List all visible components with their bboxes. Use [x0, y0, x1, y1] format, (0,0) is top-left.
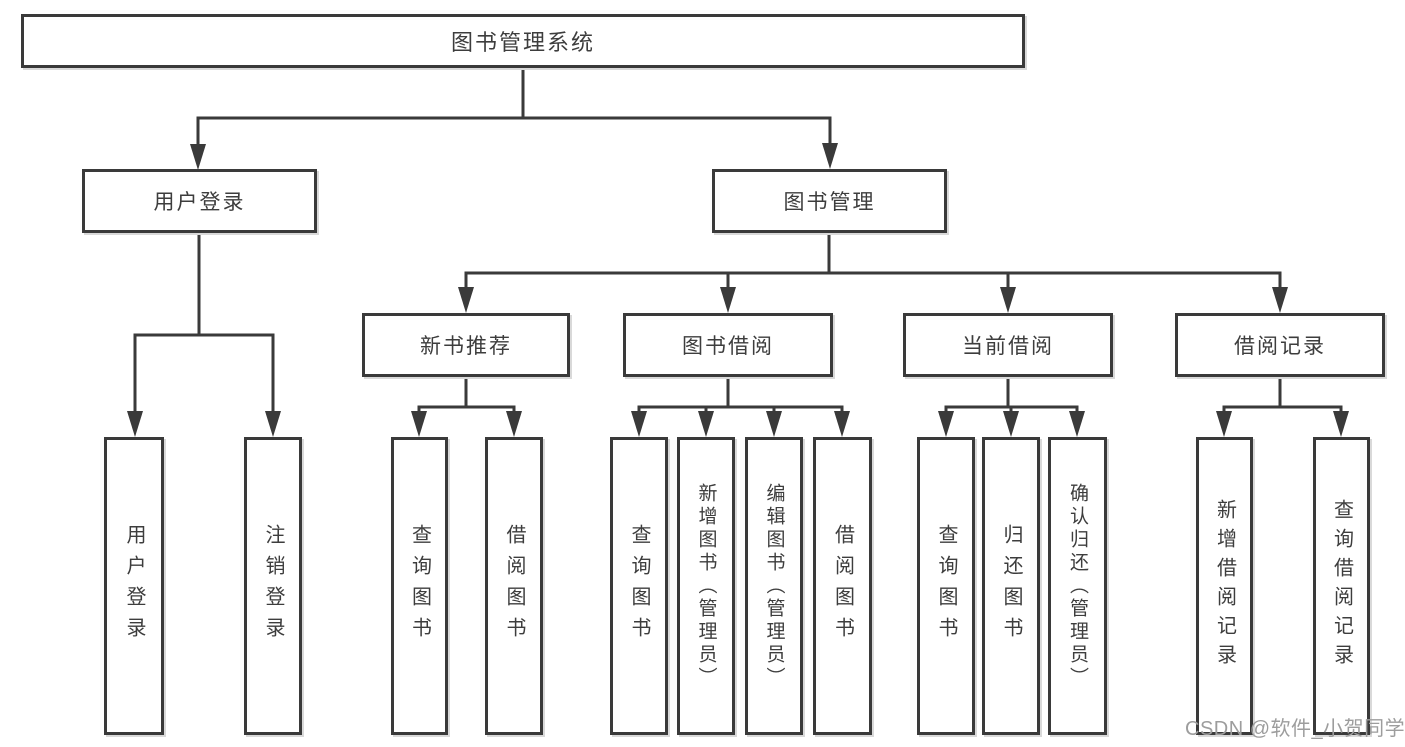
group-node-book-borrowing: 图书借阅 [623, 313, 833, 377]
branch-node-book-management: 图书管理 [712, 169, 947, 233]
leaf-node-query-books-current: 查询图书 [917, 437, 975, 735]
group-node-label: 新书推荐 [420, 335, 512, 358]
leaf-node-query-books-borrowing: 查询图书 [610, 437, 668, 735]
root-node-library-management-system: 图书管理系统 [21, 14, 1025, 68]
group-node-label: 借阅记录 [1234, 335, 1326, 358]
branch-node-user-login: 用户登录 [82, 169, 317, 233]
root-node-label: 图书管理系统 [450, 30, 595, 55]
leaf-node-query-books-recommend: 查询图书 [391, 437, 448, 735]
leaf-node-label: 查询图书 [935, 524, 957, 648]
leaf-node-confirm-return-admin: 确认归还（管理员） [1048, 437, 1107, 735]
group-node-new-book-recommendation: 新书推荐 [362, 313, 570, 377]
branch-node-label: 用户登录 [153, 191, 246, 214]
leaf-node-label: 新增图书（管理员） [695, 482, 717, 690]
leaf-node-label: 编辑图书（管理员） [763, 482, 785, 690]
leaf-node-return-books: 归还图书 [982, 437, 1040, 735]
leaf-node-edit-books-admin: 编辑图书（管理员） [745, 437, 803, 735]
leaf-node-label: 确认归还（管理员） [1067, 482, 1088, 690]
group-node-label: 图书借阅 [682, 335, 774, 358]
leaf-node-label: 归还图书 [1000, 524, 1022, 648]
leaf-node-logout: 注销登录 [244, 437, 302, 735]
leaf-node-label: 查询图书 [628, 524, 650, 648]
leaf-node-label: 查询图书 [408, 524, 431, 648]
leaf-node-label: 查询借阅记录 [1330, 499, 1353, 673]
csdn-watermark: CSDN @软件_小贺同学 [1185, 718, 1405, 740]
leaf-node-borrow-books-borrowing: 借阅图书 [813, 437, 872, 735]
leaf-node-label: 借阅图书 [831, 524, 854, 648]
group-node-borrowing-records: 借阅记录 [1175, 313, 1385, 377]
leaf-node-add-books-admin: 新增图书（管理员） [677, 437, 735, 735]
leaf-node-add-borrow-record: 新增借阅记录 [1196, 437, 1253, 735]
leaf-node-query-borrow-record: 查询借阅记录 [1313, 437, 1370, 735]
group-node-current-borrowing: 当前借阅 [903, 313, 1113, 377]
leaf-node-label: 新增借阅记录 [1213, 499, 1236, 673]
group-node-label: 当前借阅 [962, 335, 1054, 358]
leaf-node-label: 注销登录 [262, 524, 284, 648]
leaf-node-user-login: 用户登录 [104, 437, 164, 735]
leaf-node-label: 用户登录 [123, 524, 145, 648]
branch-node-label: 图书管理 [783, 191, 876, 214]
leaf-node-label: 借阅图书 [503, 524, 525, 648]
leaf-node-borrow-books-recommend: 借阅图书 [485, 437, 543, 735]
